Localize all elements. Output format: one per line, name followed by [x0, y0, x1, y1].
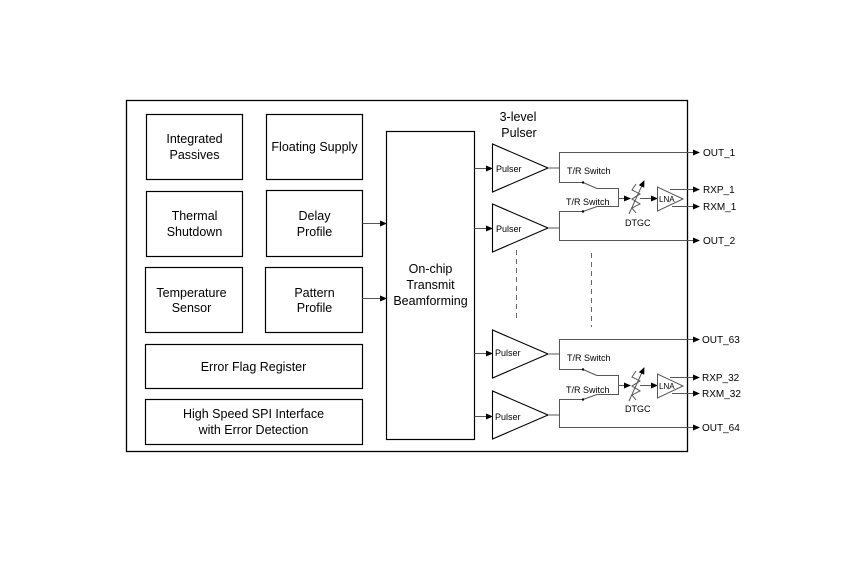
spi-interface-line2: with Error Detection — [198, 423, 309, 437]
rxp-1-label: RXP_1 — [703, 185, 735, 196]
tr-switch-2-input — [548, 211, 583, 229]
temperature-sensor-line2: Sensor — [172, 301, 212, 315]
channel-group-bottom: Pulser Pulser OUT_63 T/R Switch T/R Swit… — [474, 329, 741, 440]
thermal-shutdown-line2: Shutdown — [167, 225, 223, 239]
error-flag-register-label: Error Flag Register — [201, 360, 307, 374]
pulser-64-triangle — [491, 390, 550, 440]
floating-supply-block: Floating Supply — [265, 113, 364, 181]
thermal-shutdown-block: Thermal Shutdown — [145, 190, 244, 258]
out-63-label: OUT_63 — [702, 335, 740, 346]
delay-profile-block: Delay Profile — [265, 189, 364, 258]
pulser-64-label: Pulser — [495, 412, 521, 422]
lna-1-label: LNA — [659, 195, 675, 204]
dtgc-2-icon — [628, 367, 645, 402]
rxm-32-label: RXM_32 — [702, 389, 741, 400]
temperature-sensor-block: Temperature Sensor — [144, 266, 244, 334]
dtgc-1-icon — [628, 180, 645, 215]
out-64-label: OUT_64 — [702, 423, 740, 434]
lna-1-triangle — [657, 186, 685, 212]
pulser-2-label: Pulser — [496, 224, 522, 234]
dtgc-2-label: DTGC — [625, 404, 651, 414]
out-1-label: OUT_1 — [703, 148, 736, 159]
beamforming-line2: Transmit — [406, 278, 455, 292]
beamforming-line1: On-chip — [409, 262, 453, 276]
channel-group-top: Pulser Pulser OUT_1 T/R Switch T/R Switc… — [474, 143, 737, 253]
tr-switch-4-blade — [582, 394, 598, 400]
tr-switch-2-blade — [582, 206, 598, 212]
thermal-shutdown-line1: Thermal — [172, 209, 218, 223]
pulser-1-triangle — [491, 143, 550, 193]
out63-wire — [548, 339, 698, 355]
out2-wire — [559, 228, 698, 241]
error-flag-register-block: Error Flag Register — [144, 343, 364, 390]
pulser-63-label: Pulser — [495, 348, 521, 358]
tr-switch-3-blade — [582, 369, 598, 376]
tr-switch-1-input — [559, 168, 583, 183]
out1-wire — [548, 152, 698, 169]
rxm-1-label: RXM_1 — [703, 202, 737, 213]
integrated-passives-line2: Passives — [169, 148, 219, 162]
pulser-header-line2: Pulser — [501, 126, 536, 140]
tr-switch-2-label: T/R Switch — [566, 197, 610, 207]
delay-profile-line1: Delay — [299, 209, 332, 223]
spi-interface-line1: High Speed SPI Interface — [183, 407, 324, 421]
lna-2-label: LNA — [659, 382, 675, 391]
spi-interface-block: High Speed SPI Interface with Error Dete… — [144, 398, 364, 446]
pattern-profile-line1: Pattern — [294, 286, 334, 300]
floating-supply-label: Floating Supply — [271, 140, 358, 154]
beamforming-line3: Beamforming — [393, 294, 467, 308]
pattern-profile-block: Pattern Profile — [264, 266, 364, 334]
temperature-sensor-line1: Temperature — [156, 286, 226, 300]
pulser-2-triangle — [491, 203, 550, 253]
out64-wire — [559, 415, 698, 428]
tr-switch-1-blade — [582, 182, 598, 189]
pulser-header-line1: 3-level — [500, 110, 537, 124]
dtgc-1-label: DTGC — [625, 218, 651, 228]
pattern-profile-line2: Profile — [297, 301, 332, 315]
pulser-63-triangle — [491, 329, 550, 379]
integrated-passives-line1: Integrated — [166, 132, 222, 146]
out-2-label: OUT_2 — [703, 236, 736, 247]
tr-switch-1-label: T/R Switch — [567, 166, 611, 176]
pulser-1-label: Pulser — [496, 164, 522, 174]
tr-switch-3-label: T/R Switch — [567, 353, 611, 363]
rxp-32-label: RXP_32 — [702, 373, 740, 384]
tr-switch-4-label: T/R Switch — [566, 385, 610, 395]
beamforming-block: On-chip Transmit Beamforming — [385, 130, 476, 441]
lna-2-triangle — [657, 373, 685, 399]
integrated-passives-block: Integrated Passives — [145, 113, 244, 181]
delay-profile-line2: Profile — [297, 225, 332, 239]
